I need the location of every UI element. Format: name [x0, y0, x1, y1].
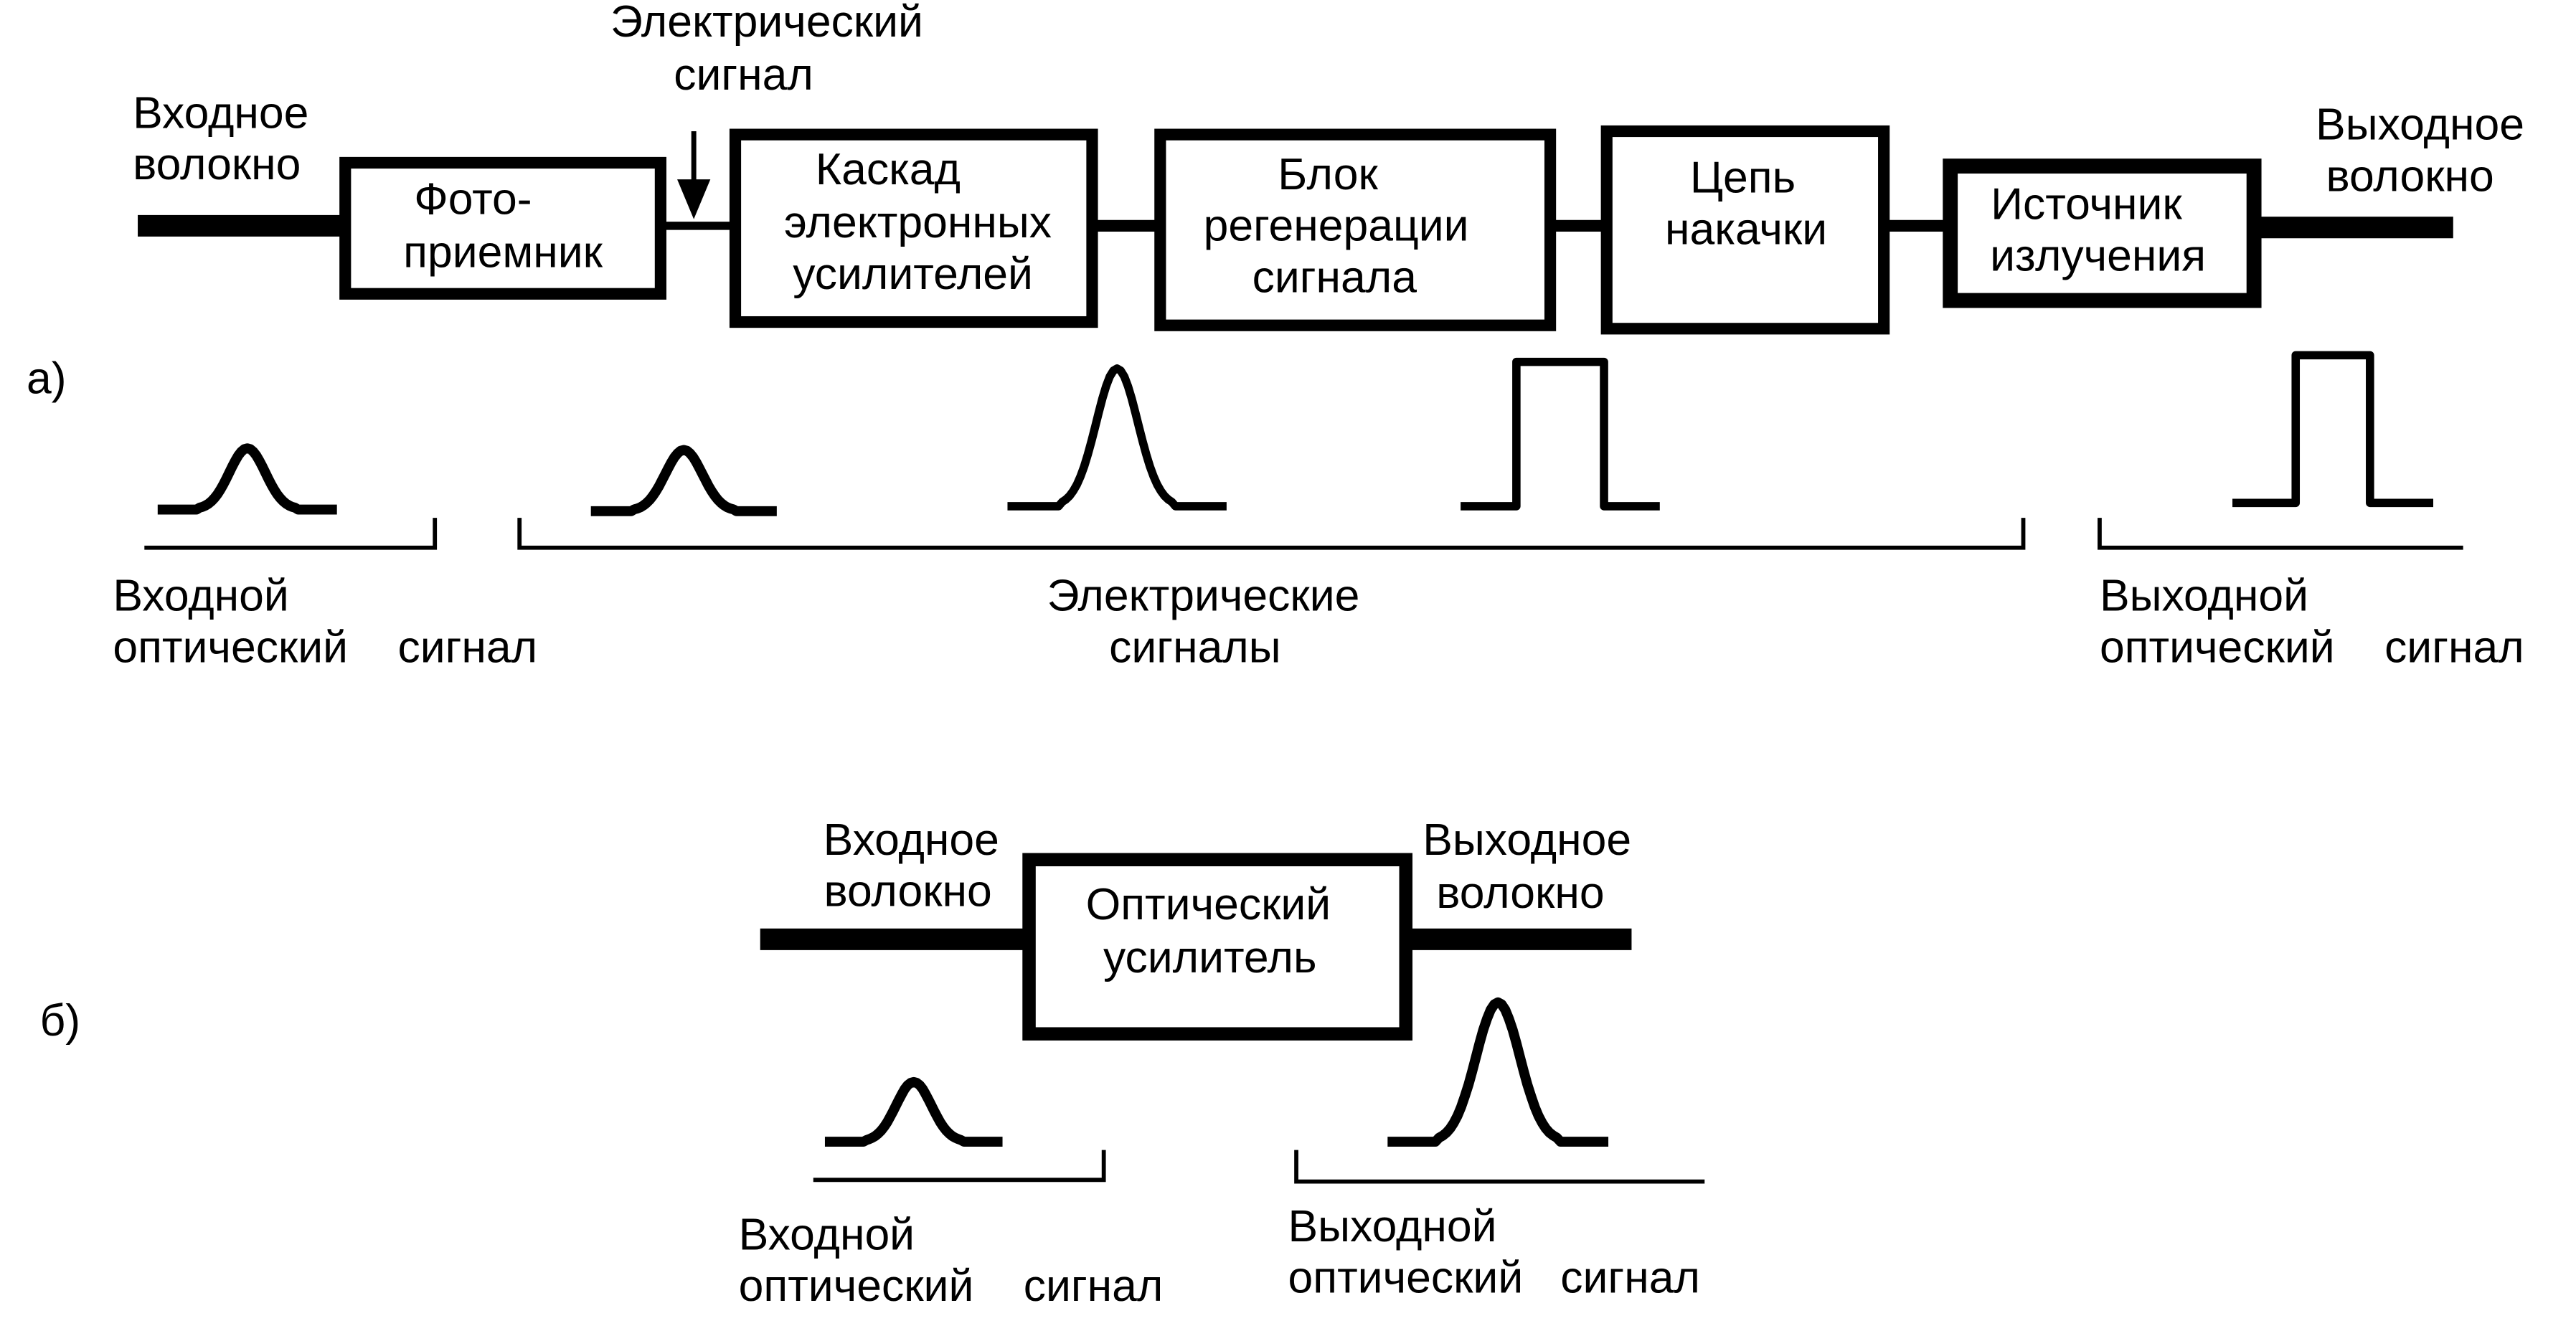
diagram-a: а) Входное волокно Фото- приемник Электр…: [27, 0, 2524, 672]
block-light-source-line2: излучения: [1990, 230, 2206, 280]
input-fiber-label-line2: волокно: [133, 139, 301, 189]
output-fiber-label-line1: Выходное: [2316, 100, 2524, 150]
block-regeneration: [1154, 128, 1557, 331]
input-optical-b-label-line2: оптический сигнал: [739, 1261, 1164, 1311]
bracket-input-optical-b: [813, 1150, 1106, 1183]
pulse-electrical-small: [589, 445, 779, 516]
electrical-signal-label-line1: Электрический: [610, 0, 923, 47]
pulse-electrical-amplified: [1006, 364, 1227, 511]
block-amplifier-cascade-line3: усилителей: [793, 249, 1033, 299]
pulse-output-optical-a: [2232, 351, 2434, 508]
electrical-signals-label-line1: Электрические: [1047, 571, 1360, 621]
output-fiber-b-label-line1: Выходное: [1423, 815, 1631, 865]
section-label-a: а): [27, 354, 67, 404]
block-optical-amplifier-line2: усилитель: [1103, 932, 1317, 982]
block-amplifier-cascade-line2: электронных: [784, 197, 1052, 247]
diagram-b: б) Входное волокно Оптический усилитель …: [40, 815, 1705, 1311]
output-optical-label-line2: оптический сигнал: [2100, 622, 2524, 672]
block-amplifier-cascade-line1: Каскад: [816, 144, 961, 194]
bracket-output-optical-a: [2098, 518, 2463, 550]
block-photodetector-line1: Фото-: [414, 174, 532, 224]
electrical-signals-label-line2: сигналы: [1109, 622, 1281, 672]
input-optical-b-label-line1: Входной: [739, 1209, 915, 1259]
block-light-source: [1943, 158, 2262, 308]
block-optical-amplifier-line1: Оптический: [1086, 879, 1331, 929]
output-optical-label-line1: Выходной: [2100, 571, 2308, 621]
block-pump-circuit-line1: Цепь: [1690, 153, 1796, 203]
pulse-output-optical-b: [1386, 997, 1610, 1147]
down-arrow-icon: [677, 179, 711, 219]
block-optical-amplifier: [1022, 853, 1413, 1041]
block-regeneration-line2: регенерации: [1204, 201, 1469, 251]
block-regeneration-line1: Блок: [1278, 149, 1378, 199]
output-fiber-b-label-line2: волокно: [1436, 868, 1604, 918]
section-label-b: б): [40, 995, 81, 1046]
input-fiber-b-label-line1: Входное: [824, 815, 999, 865]
block-amplifier-cascade: [729, 128, 1098, 328]
input-optical-label-line2: оптический сигнал: [113, 622, 537, 672]
pulse-input-optical-b: [823, 1076, 1005, 1147]
input-optical-label-line1: Входной: [113, 571, 288, 621]
output-optical-b-label-line1: Выходной: [1288, 1201, 1497, 1251]
output-optical-b-label-line2: оптический сигнал: [1288, 1253, 1700, 1303]
pulse-input-optical-a: [156, 443, 339, 515]
block-pump-circuit-line2: накачки: [1665, 204, 1827, 254]
bracket-output-optical-b: [1294, 1150, 1705, 1184]
bracket-electrical: [517, 518, 2026, 550]
input-fiber-b-label-line2: волокно: [824, 866, 991, 916]
block-light-source-line1: Источник: [1991, 179, 2182, 229]
block-photodetector-line2: приемник: [403, 227, 603, 278]
electrical-signal-label-line2: сигнал: [674, 49, 813, 100]
block-regeneration-line3: сигнала: [1252, 252, 1417, 302]
input-fiber-label-line1: Входное: [133, 87, 308, 138]
pulse-electrical-regenerated: [1461, 357, 1660, 511]
output-fiber-label-line2: волокно: [2326, 151, 2494, 201]
bracket-input-optical-a: [144, 518, 438, 550]
